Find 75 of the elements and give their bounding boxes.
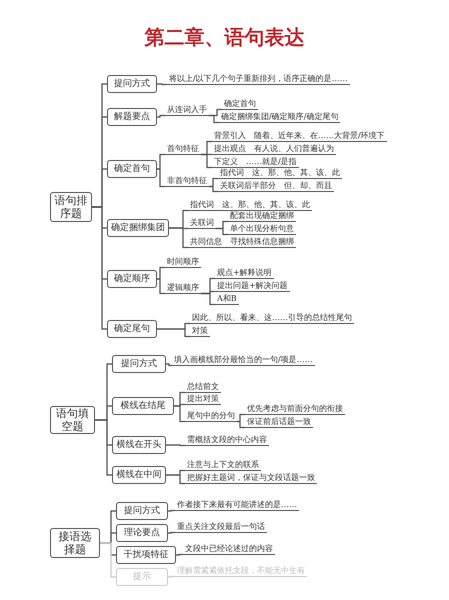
branch-text: 理解需紧紧依托文段，不能无中生有: [175, 565, 307, 577]
branch-text: 需概括文段的中心内容: [185, 434, 269, 446]
branch-box: 确定捆绑集团: [107, 219, 169, 237]
branch-text: 重点关注文段最后一句话: [175, 521, 267, 533]
branch-box: 提问方式: [116, 502, 168, 520]
connector-line: [157, 114, 165, 118]
branch-box: 干扰项特征: [116, 546, 176, 564]
connector-line: [209, 114, 219, 124]
title: 第二章、语句表达: [144, 24, 306, 51]
connector-line: [157, 154, 165, 170]
connector-line: [174, 405, 185, 422]
connector-line: [166, 474, 185, 484]
branch-text: 下定义 ……就是/是指: [212, 156, 299, 168]
branch-box: 提问方式: [112, 355, 166, 373]
branch-text: 时间顺序: [165, 256, 201, 268]
branch-box: 横线在中间: [112, 466, 166, 484]
connector-line: [157, 328, 190, 338]
branch-text: 把握好主题词，保证与文段话题一致: [185, 472, 317, 484]
connector-line: [157, 168, 165, 188]
branch-text: 总结前文: [185, 381, 221, 393]
branch-box: 确定首句: [107, 160, 157, 178]
branch-text: 从连词入手: [165, 104, 209, 116]
connector-line: [157, 266, 165, 280]
branch-text: 提出观点 有人说、人们普遍认为: [212, 143, 336, 155]
connector-line: [201, 292, 215, 306]
branch-box: 解题要点: [107, 108, 157, 126]
branch-text: 将以上/以下几个句子重新排列，语序正确的是……: [167, 73, 350, 85]
branch-text: 逻辑顺序: [165, 282, 201, 294]
connector-line: [157, 278, 165, 294]
connector-line: [100, 542, 116, 578]
branch-text: 配套出现确定捆绑: [228, 210, 296, 222]
branch-text: 关联词后半部分 但、却、而且: [218, 180, 334, 192]
connector-line: [209, 186, 218, 192]
connector-line: [95, 419, 112, 476]
branch-text: 非首句特征: [165, 175, 209, 187]
connector-line: [166, 444, 185, 446]
branch-box: 横线在开头: [112, 436, 166, 454]
branch-text: 指代词 这、那、他、其、该、此: [188, 199, 312, 211]
branch-text: 填入画横线部分最恰当的一句/项是……: [172, 354, 315, 366]
branch-text: 注意与上下文的联系: [185, 459, 261, 471]
branch-text: 关联词: [188, 217, 216, 229]
connector-line: [201, 154, 212, 168]
branch-box: 提示: [116, 568, 168, 586]
connector-line: [237, 420, 245, 428]
branch-text: A和B: [215, 293, 239, 305]
branch-text: 尾句中的分句: [185, 410, 237, 422]
topic-box: 语句排序题: [50, 192, 92, 222]
branch-text: 共同信息 寻找特殊信息捆绑: [188, 236, 296, 248]
branch-text: 提出问题+解决问题: [215, 280, 290, 292]
branch-text: 对策: [190, 325, 210, 337]
branch-box: 提问方式: [107, 75, 157, 93]
branch-text: 文段中已经论述过的内容: [183, 543, 275, 555]
branch-text: 背景引入 随着、近年来、在……大背景/环境下: [212, 130, 387, 142]
branch-box: 横线在结尾: [112, 397, 174, 415]
branch-box: 确定顺序: [107, 270, 157, 288]
branch-text: 确定首句: [222, 98, 258, 110]
connector-line: [216, 228, 228, 236]
branch-text: 作者接下来最有可能讲述的是……: [175, 499, 299, 511]
branch-text: 单个出现分析句意: [228, 223, 296, 235]
topic-box: 接语选择题: [50, 528, 100, 558]
branch-text: 观点+解释说明: [215, 267, 274, 279]
branch-text: 确定捆绑集团/确定顺序/确定尾句: [219, 111, 340, 123]
branch-text: 指代词 这、那、他、其、该、此: [218, 167, 342, 179]
connector-line: [169, 227, 188, 248]
connector-line: [92, 206, 107, 330]
branch-text: 提出对策: [185, 393, 221, 405]
branch-text: 因此、所以、看来、这……引导的总结性尾句: [190, 312, 354, 324]
topic-box: 语句填空题: [50, 406, 95, 434]
branch-text: 首句特征: [165, 143, 201, 155]
connector-line: [157, 83, 167, 86]
branch-text: 优先考虑与前面分句的衔接: [245, 403, 345, 415]
branch-box: 确定尾句: [107, 320, 157, 338]
branch-box: 理论要点: [116, 524, 168, 542]
connector-line: [237, 414, 245, 422]
branch-text: 保证前后话题一致: [245, 416, 313, 428]
